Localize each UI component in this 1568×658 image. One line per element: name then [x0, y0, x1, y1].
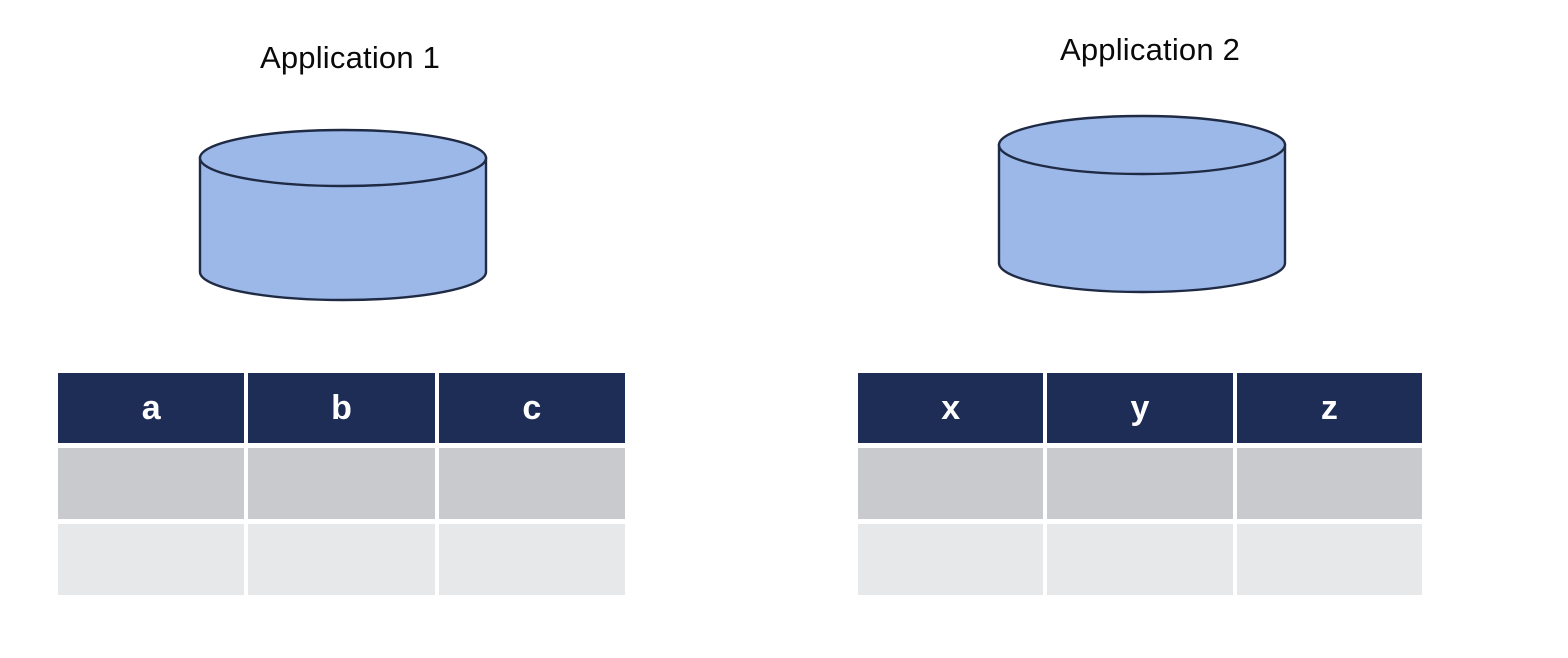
table-row: [858, 524, 1422, 595]
table-cell: [1236, 448, 1422, 519]
table-cell: [58, 448, 245, 519]
application-2-table: x y z: [858, 373, 1422, 595]
table-cell: [1047, 448, 1233, 519]
application-2-title: Application 2: [1059, 32, 1241, 67]
application-group-2: Application 2 x y z: [800, 0, 1500, 658]
application-1-title: Application 1: [259, 40, 441, 75]
table-cell: [58, 524, 245, 595]
table-header-row: a b c: [58, 373, 625, 443]
table-cell: [248, 524, 435, 595]
application-1-table: a b c: [58, 373, 625, 595]
table-header-cell[interactable]: b: [248, 373, 435, 443]
table-header-cell[interactable]: z: [1236, 373, 1422, 443]
table-cell: [858, 448, 1044, 519]
table-cell: [438, 448, 625, 519]
table-cell: [248, 448, 435, 519]
table-header-cell[interactable]: x: [858, 373, 1044, 443]
database-cylinder-icon-1: [198, 128, 488, 302]
table-row: [858, 448, 1422, 519]
table-header-cell[interactable]: c: [438, 373, 625, 443]
table-header-cell[interactable]: y: [1047, 373, 1233, 443]
table-header-cell[interactable]: a: [58, 373, 245, 443]
table-row: [58, 524, 625, 595]
table-row: [58, 448, 625, 519]
database-cylinder-icon-2: [997, 114, 1287, 294]
table-header-row: x y z: [858, 373, 1422, 443]
table-cell: [1236, 524, 1422, 595]
application-group-1: Application 1 a b c: [0, 0, 700, 658]
table-cell: [438, 524, 625, 595]
table-cell: [1047, 524, 1233, 595]
table-cell: [858, 524, 1044, 595]
